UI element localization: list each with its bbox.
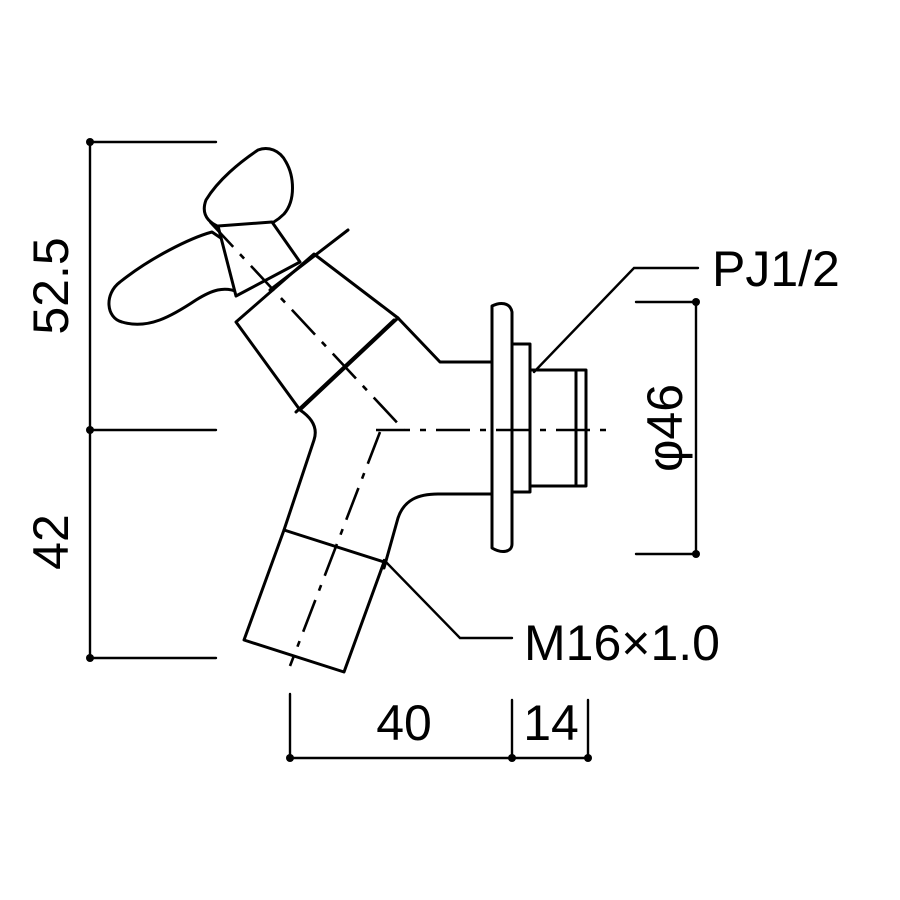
- dimension-width-body: 40: [376, 695, 432, 751]
- faucet-handle: [107, 147, 294, 326]
- centerlines: [209, 221, 612, 667]
- dimension-flange-diameter: φ46: [637, 384, 693, 472]
- dimension-height-upper: 52.5: [23, 237, 79, 334]
- wall-flange: [490, 302, 532, 553]
- pipe-thread-label: PJ1/2: [712, 241, 840, 297]
- vertical-dimension: 52.5 42: [23, 138, 218, 662]
- outlet-thread-label: M16×1.0: [524, 615, 720, 671]
- dimension-width-thread: 14: [523, 695, 579, 751]
- valve-body: [282, 316, 494, 570]
- threaded-pipe: [528, 368, 588, 488]
- horizontal-dimension: 40 14: [286, 692, 592, 762]
- dimension-height-lower: 42: [23, 514, 79, 570]
- outlet-thread-callout: M16×1.0: [382, 558, 720, 671]
- flange-diameter-dimension: φ46: [634, 298, 700, 558]
- pipe-thread-callout: PJ1/2: [532, 241, 840, 374]
